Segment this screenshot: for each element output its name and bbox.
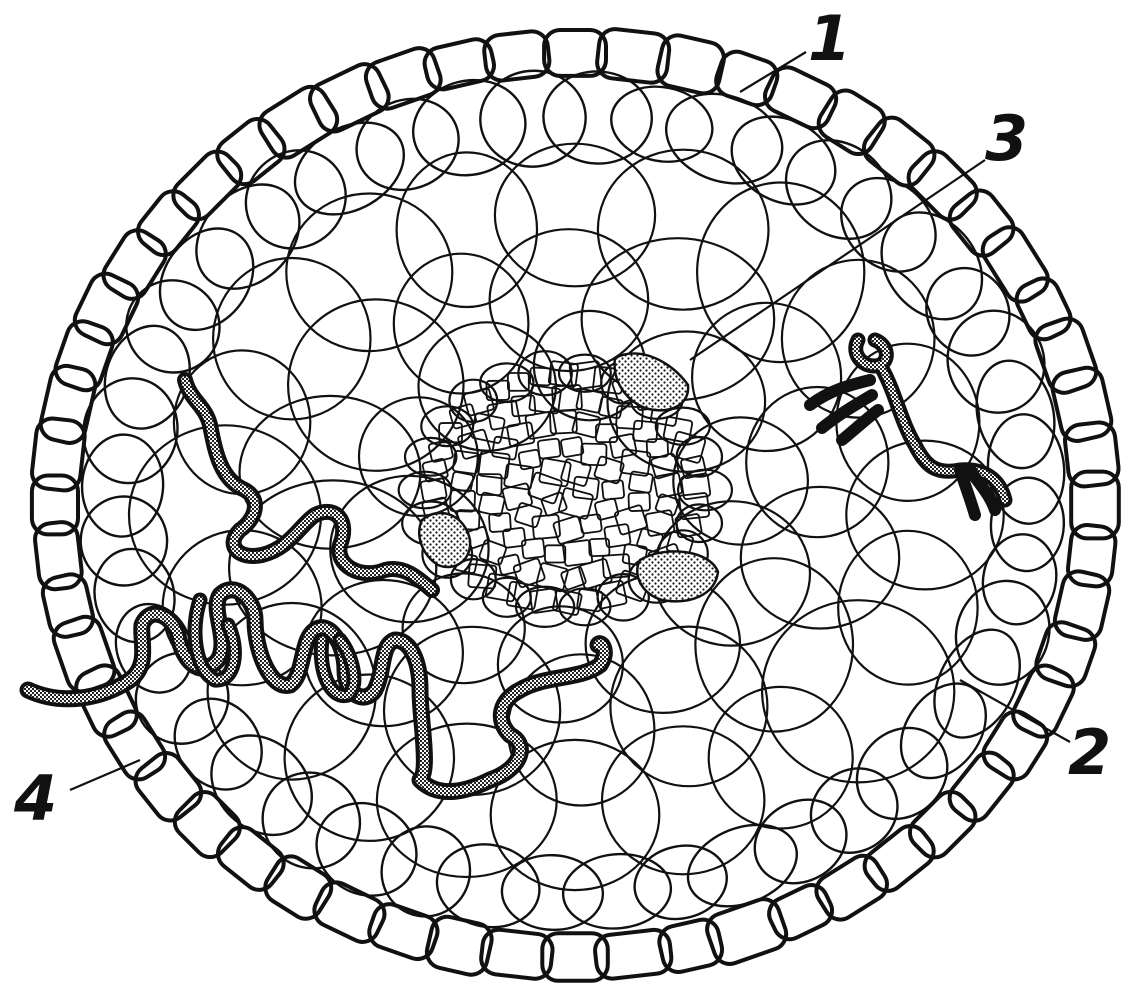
epidermis-cell: [40, 571, 97, 640]
exodermis-cell: [77, 493, 171, 590]
exodermis-cell: [794, 751, 915, 870]
exodermis-cell: [430, 836, 547, 936]
epidermis-cell: [1063, 421, 1120, 488]
epidermis-cell: [167, 145, 248, 226]
exodermis-cell: [767, 120, 911, 259]
stele-cell: [581, 444, 606, 466]
epidermis-cell: [211, 821, 290, 897]
epidermis-layer: [30, 27, 1120, 980]
epidermis-cell: [129, 747, 208, 827]
stele-cell: [573, 476, 600, 499]
epidermis-cell: [943, 746, 1020, 827]
cortex-cell: [240, 396, 421, 549]
epidermis-cell: [168, 785, 246, 863]
phloem-patch-right: [637, 551, 718, 601]
cortex-cell: [762, 600, 954, 782]
cortex-cell: [490, 229, 649, 371]
exodermis-cell: [975, 528, 1064, 631]
exodermis-cell: [676, 810, 809, 922]
label-3: 3: [985, 108, 1028, 170]
stele-cell: [560, 458, 591, 486]
stele-cell: [614, 505, 647, 536]
cortex-cell: [746, 387, 888, 537]
epidermis-cell: [1049, 365, 1114, 444]
cortex-cell: [697, 182, 864, 362]
label-4: 4: [14, 768, 57, 830]
exodermis-cell: [191, 715, 332, 855]
exodermis-cell: [80, 433, 166, 539]
epidermis-cell: [51, 317, 117, 395]
label-2: 2: [1068, 722, 1111, 784]
stele-cell: [563, 540, 593, 566]
stele-cell: [451, 471, 474, 492]
epidermis-cell: [1066, 523, 1117, 588]
cortex-cell: [610, 627, 767, 787]
epidermis-cell: [132, 185, 206, 262]
exodermis-cell: [541, 69, 654, 166]
stele-cell: [645, 510, 675, 537]
epidermis-cell: [1032, 618, 1100, 691]
phloem-patch-left: [419, 513, 470, 567]
exodermis-cell: [560, 849, 674, 933]
stele-cell: [538, 438, 561, 458]
stele-cell: [561, 437, 584, 458]
cortex-cell: [602, 726, 764, 874]
epidermis-cell: [903, 785, 982, 864]
stele-cell: [628, 493, 650, 512]
epidermis-cell: [1011, 273, 1076, 344]
stele-cell: [545, 545, 565, 562]
label-1: 1: [808, 8, 851, 70]
cortex-cell: [838, 531, 977, 685]
cortex-cell: [598, 150, 769, 310]
cortex-cell: [213, 258, 370, 419]
exodermis-cell: [226, 130, 365, 268]
epidermis-cell: [1052, 568, 1113, 643]
leader-line-3: [690, 160, 985, 360]
cortex-cell: [394, 254, 529, 394]
exodermis-cell: [740, 783, 862, 899]
